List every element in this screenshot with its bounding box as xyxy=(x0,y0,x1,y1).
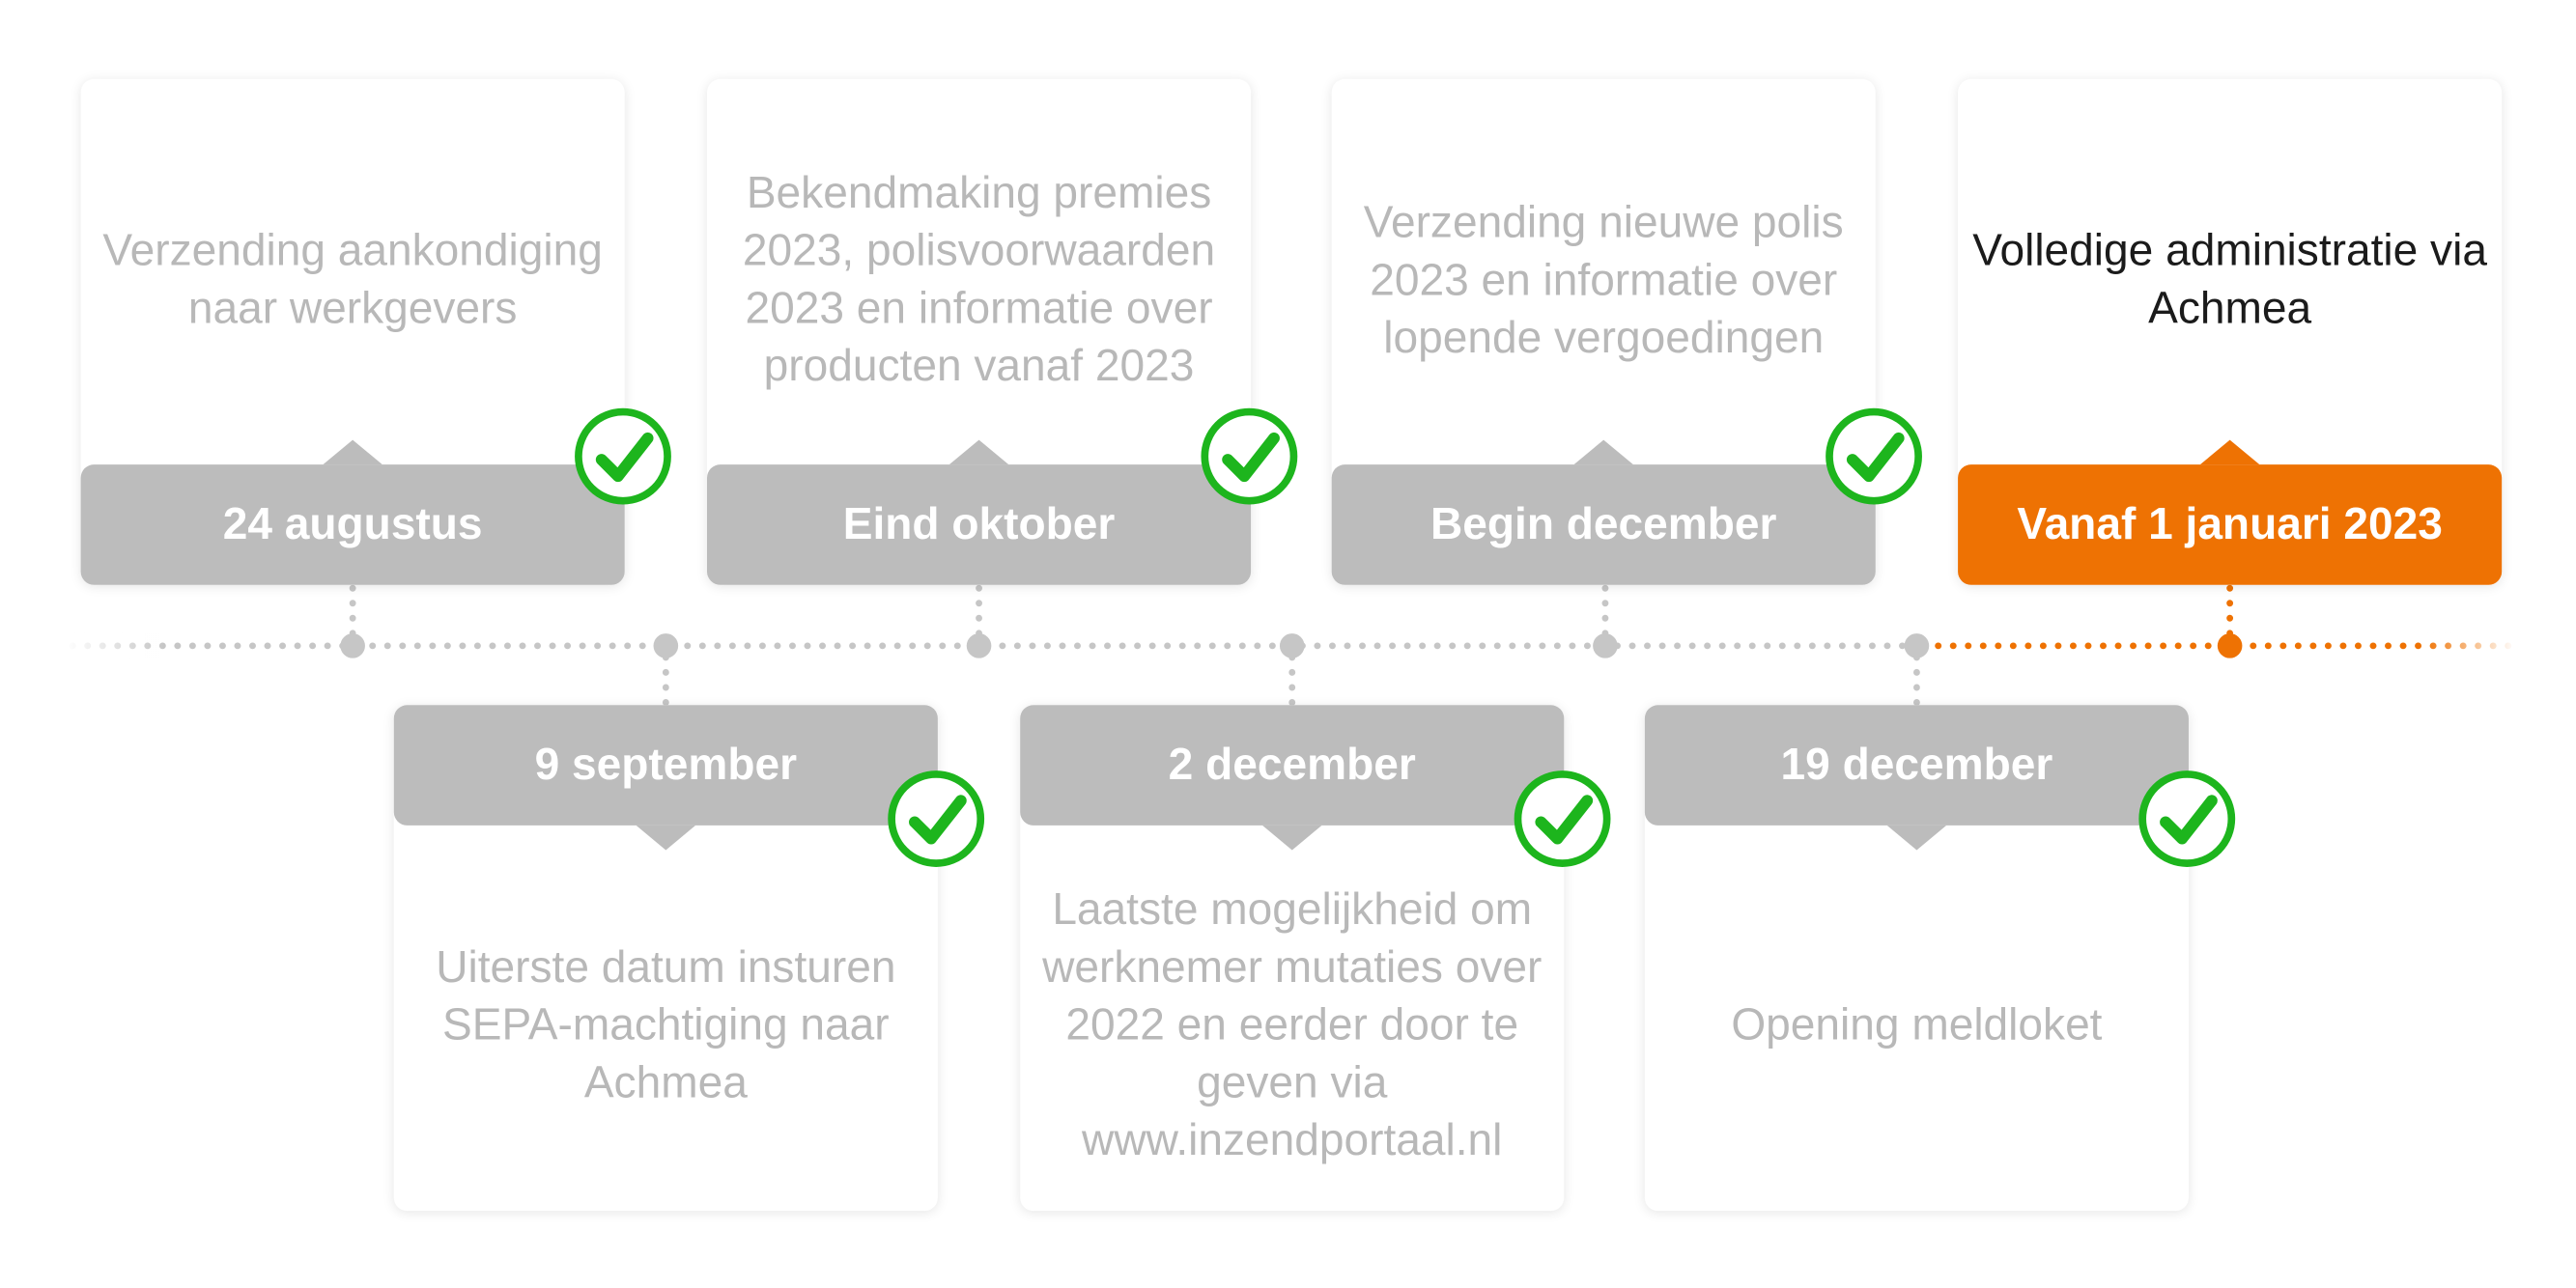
timeline-node xyxy=(1593,633,1618,658)
milestone-date: 19 december xyxy=(1644,705,2189,851)
milestone-card: 9 september Uiterste datum insturen SEPA… xyxy=(393,705,985,1212)
milestone-description: Laatste mogelijkheid om werknemer mutati… xyxy=(1042,884,1543,1165)
check-circle-icon xyxy=(1514,770,1611,867)
timeline-node-current xyxy=(2217,633,2243,658)
check-circle-icon xyxy=(2138,770,2236,867)
timeline-node xyxy=(340,633,365,658)
milestone-description: Verzending nieuwe polis 2023 en informat… xyxy=(1363,196,1844,362)
check-circle-icon xyxy=(1201,407,1298,505)
milestone-card: Verzending aankondiging naar werkgevers … xyxy=(80,78,671,585)
milestone-card: 19 december Opening meldloket xyxy=(1644,705,2236,1212)
milestone-description: Uiterste datum insturen SEPA-machtiging … xyxy=(436,942,896,1107)
milestone-description: Verzending aankondiging naar werkgevers xyxy=(102,225,603,333)
check-circle-icon xyxy=(888,770,985,867)
milestone-date: Vanaf 1 januari 2023 xyxy=(1958,439,2503,585)
milestone-description: Bekendmaking premies 2023, polisvoorwaar… xyxy=(742,168,1216,391)
timeline-node xyxy=(1904,633,1930,658)
milestone-date: Eind oktober xyxy=(707,439,1252,585)
milestone-card: Verzending nieuwe polis 2023 en informat… xyxy=(1331,78,1922,585)
check-circle-icon xyxy=(1826,407,1922,505)
timeline-node xyxy=(1279,633,1305,658)
timeline-node xyxy=(653,633,679,658)
milestone-description: Opening meldloket xyxy=(1731,999,2103,1050)
milestone-date: 24 augustus xyxy=(80,439,625,585)
milestone-card: Bekendmaking premies 2023, polisvoorwaar… xyxy=(707,78,1298,585)
milestone-card: 2 december Laatste mogelijkheid om werkn… xyxy=(1020,705,1611,1212)
milestone-date: 9 september xyxy=(393,705,938,851)
milestone-card-current: Volledige administratie via Achmea Vanaf… xyxy=(1958,78,2503,585)
check-circle-icon xyxy=(575,407,671,505)
milestone-date: 2 december xyxy=(1020,705,1565,851)
timeline-node xyxy=(966,633,992,658)
milestone-date: Begin december xyxy=(1331,439,1876,585)
milestone-description: Volledige administratie via Achmea xyxy=(1972,225,2487,333)
